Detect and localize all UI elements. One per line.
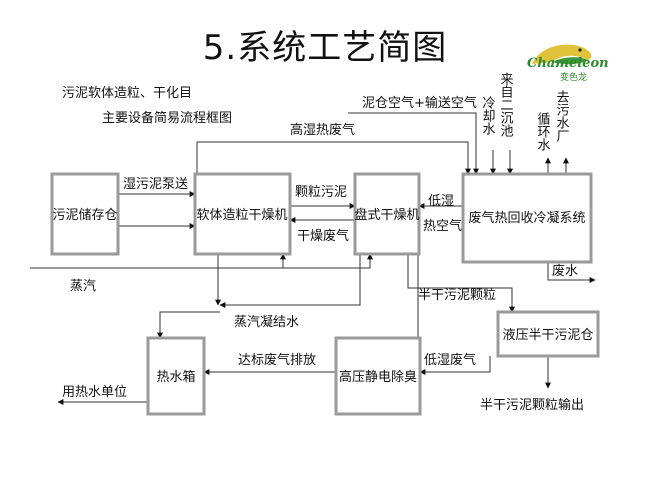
box-condenser: [461, 172, 593, 264]
arrow-semi-dry-granules: [407, 254, 515, 313]
box-sludge-storage-label: 污泥储存仓: [52, 208, 117, 223]
label-semi-dry-granules: 半干污泥颗粒: [418, 288, 496, 303]
label-air-in: 泥仓空气+输送空气: [362, 95, 477, 111]
box-condenser-label: 废气热回收冷凝系统: [468, 210, 585, 226]
label-recirculation-water: 循环水: [535, 112, 551, 151]
box-disc-dryer: [353, 172, 421, 256]
flow-lines: [30, 112, 596, 405]
box-hydraulic-silo: [496, 310, 600, 358]
arrow-condensate-disc: [219, 254, 361, 308]
label-waste-water: 废水: [552, 263, 578, 279]
box-esp-deodorizer: [334, 336, 422, 416]
label-hot-air-2: 热空气: [423, 218, 462, 234]
subtitle-line-1: 污泥软体造粒、干化目: [62, 86, 193, 101]
label-hot-air-1: 低湿: [428, 194, 454, 209]
logo-text: Chameleon: [527, 56, 609, 71]
slide-title: 5.系统工艺简图: [202, 28, 448, 68]
label-dry-exhaust: 干燥废气: [297, 228, 349, 244]
label-semi-dry-output: 半干污泥颗粒输出: [480, 397, 584, 413]
arrow-condensate-tank: [157, 311, 220, 339]
logo-cn-text: 变色龙: [560, 73, 588, 83]
label-high-humidity-exhaust: 高湿热废气: [290, 122, 355, 138]
label-steam: 蒸汽: [70, 279, 96, 294]
label-cooling-water: 冷却水: [480, 96, 496, 135]
box-disc-dryer-label: 盘式干燥机: [354, 207, 419, 223]
box-sludge-storage: [50, 172, 120, 256]
box-granulator-dryer: [193, 172, 292, 256]
box-silo-label: 液压半干污泥仓: [502, 328, 593, 343]
subtitle-line-2: 主要设备简易流程框图: [102, 111, 233, 126]
label-secondary-clarifier: 来自二沉池: [498, 72, 514, 137]
box-esp-label: 高压静电除臭: [339, 369, 417, 385]
label-to-sewage-plant: 去污水厂: [554, 90, 570, 142]
arrow-high-humidity-exhaust: [196, 141, 471, 175]
box-hot-water-tank: [146, 336, 206, 416]
arrow-waste-water: [547, 262, 596, 283]
label-granule-sludge: 颗粒污泥: [295, 185, 347, 200]
box-tank-label: 热水箱: [156, 369, 195, 385]
label-hot-water-user: 用热水单位: [62, 385, 127, 400]
label-low-humidity-exhaust: 低湿废气: [424, 352, 476, 368]
arrow-air-in: [348, 112, 479, 175]
label-compliant-discharge: 达标废气排放: [238, 352, 316, 368]
chameleon-logo-icon: [532, 44, 592, 65]
arrow-steam: [30, 253, 373, 269]
label-steam-condensate: 蒸汽凝结水: [234, 314, 299, 330]
label-sludge-pump: 湿污泥泵送: [123, 177, 188, 192]
box-granulator-label: 软体造粒干燥机: [196, 208, 287, 223]
